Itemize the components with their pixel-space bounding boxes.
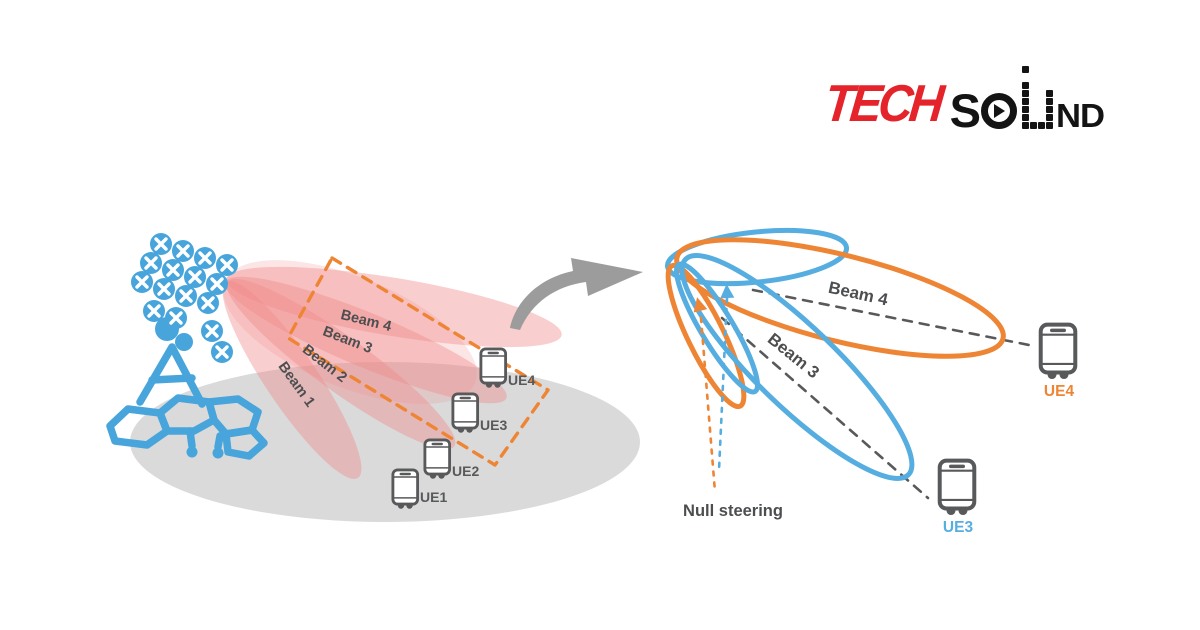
selection-dashed-box xyxy=(286,256,550,467)
ue3-phone-icon xyxy=(451,392,480,434)
play-icon xyxy=(993,104,1005,118)
blue-up-arrow-icon xyxy=(720,284,735,299)
beam-1-lobe xyxy=(222,281,362,479)
right-null-steering-diagram: Beam 4 Beam 3 Null steering UE4 UE3 xyxy=(664,227,1078,536)
techsound-logo: TECH S ND xyxy=(822,50,1152,138)
logo-s-text: S xyxy=(949,84,981,138)
transform-arrow-icon xyxy=(510,258,643,330)
ue4-phone-icon-right xyxy=(1038,322,1078,381)
beam-3-lobe xyxy=(225,276,507,404)
blue-null-lobe xyxy=(673,261,761,395)
left-beamforming-diagram: Beam 4 Beam 3 Beam 2 Beam 1 UE4 UE3 UE2 … xyxy=(106,232,640,522)
ue4-label: UE4 xyxy=(508,372,535,388)
orange-null-lobe xyxy=(665,262,747,410)
null-steering-label: Null steering xyxy=(683,502,783,520)
ue2-label: UE2 xyxy=(452,463,479,479)
ue4-phone-icon xyxy=(479,347,508,389)
antenna-array-icon xyxy=(130,232,239,364)
ue3-label: UE3 xyxy=(480,417,507,433)
beam3-axis-dashed-line xyxy=(720,316,930,500)
ue3-phone-icon-right xyxy=(937,458,977,517)
ue4-label-right: UE4 xyxy=(1044,383,1075,400)
coverage-area-ellipse xyxy=(130,362,640,522)
logo-nd-text: ND xyxy=(1055,96,1105,134)
beam4-axis-dashed-line xyxy=(751,288,1036,348)
ue1-label: UE1 xyxy=(420,489,447,505)
base-station-tower-icon xyxy=(106,343,268,460)
logo-equalizer-u-icon xyxy=(1021,66,1053,129)
pink-beam-lobes xyxy=(222,260,562,479)
beam-4-lobe xyxy=(226,266,562,348)
logo-o-play-icon xyxy=(980,93,1017,129)
ue3-label-right: UE3 xyxy=(943,519,974,536)
ue2-phone-icon xyxy=(423,438,452,480)
ue1-phone-icon xyxy=(391,468,420,510)
beam-fan xyxy=(223,260,477,404)
null-steering-orange-line xyxy=(699,316,717,494)
null-steering-blue-line xyxy=(717,296,729,472)
orange-up-arrow-icon xyxy=(693,297,708,313)
right-beam4-label: Beam 4 xyxy=(827,278,891,310)
